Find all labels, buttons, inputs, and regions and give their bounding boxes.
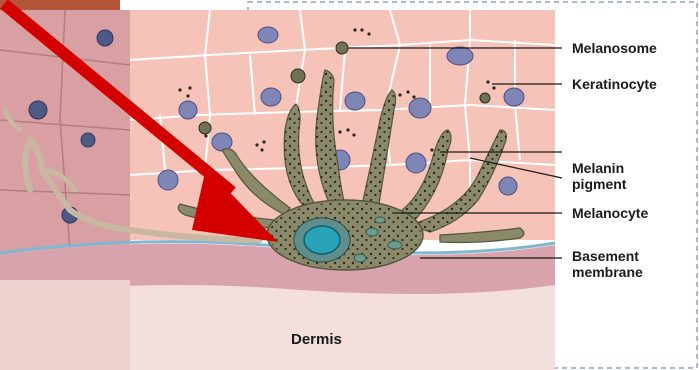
- label-basement-membrane-1: Basement: [572, 248, 639, 264]
- label-melanin-pigment-2: pigment: [572, 176, 626, 192]
- melanosome-cluster: [336, 42, 348, 54]
- melanosome-cluster-2: [291, 69, 305, 83]
- label-melanocyte: Melanocyte: [572, 205, 648, 221]
- melanosome-cluster-4: [199, 122, 211, 134]
- melanosome-cluster-3: [480, 93, 490, 103]
- melanocyte-nucleus: [304, 226, 340, 254]
- dermis-left-column: [0, 280, 130, 370]
- label-melanin-pigment-1: Melanin: [572, 160, 624, 176]
- label-basement-membrane-2: membrane: [572, 264, 643, 280]
- label-dermis: Dermis: [291, 331, 342, 348]
- label-keratinocyte: Keratinocyte: [572, 76, 657, 92]
- label-melanosome: Melanosome: [572, 40, 657, 56]
